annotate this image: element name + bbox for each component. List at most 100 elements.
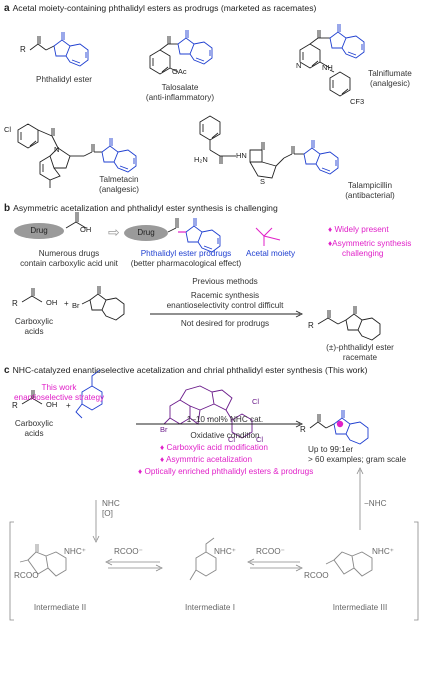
atom-rcoo-iii: RCOO (304, 571, 329, 580)
label-rcoo-1: RCOO⁻ (114, 547, 143, 556)
label-this-work: This work (41, 383, 77, 392)
label-carboxylic-c-2: acids (24, 429, 44, 438)
label-strategy: enantioselective strategy (14, 393, 105, 402)
label-talosalate: Talosalate (161, 83, 199, 92)
label-numerous-1: Numerous drugs (38, 249, 100, 258)
label-talosalate-use: (anti-inflammatory) (145, 93, 215, 102)
drug-prodrug-structure (167, 218, 221, 253)
plus-c: + (66, 401, 71, 410)
atom-oh-b2: OH (46, 298, 58, 307)
label-examples: > 60 examples; gram scale (308, 455, 407, 464)
label-talmetacin-use: (analgesic) (98, 185, 140, 194)
atom-br-b: Br (72, 301, 80, 310)
atom-r-a: R (20, 45, 26, 54)
phthalaldehyde-structure (75, 369, 103, 419)
talampicillin-structure (199, 115, 339, 179)
label-nhc-step: NHC (102, 499, 120, 508)
label-talampicillin: Talampicillin (347, 181, 393, 190)
atom-cf3: CF3 (350, 97, 365, 106)
drug-oval-2: Drug (124, 225, 168, 241)
label-racemate-2: racemate (342, 353, 378, 362)
carboxylic-acid-c-structure (21, 390, 43, 405)
label-minus-nhc: −NHC (364, 499, 387, 508)
label-bullet-2: ♦ Asymmtric acetalization (160, 455, 252, 464)
atom-cl-c3: Cl (256, 435, 264, 444)
bromophthalide-structure (81, 286, 125, 321)
atom-nh: NH (322, 63, 333, 72)
label-bullet-3: ♦ Optically enriched phthalidyl esters &… (138, 467, 314, 476)
section-c-title: NHC-catalyzed enantioselective acetaliza… (12, 365, 368, 375)
label-intermediate-iii: Intermediate III (332, 603, 388, 612)
atom-nhc-i: NHC⁺ (214, 547, 237, 556)
chiral-product-structure (309, 410, 369, 445)
drug-oval-1: Drug (14, 223, 64, 239)
label-carboxylic-b-2: acids (24, 327, 44, 336)
atom-h2n: H₂N (194, 155, 208, 164)
label-not-desired: Not desired for prodrugs (180, 319, 270, 328)
atom-oac: OAc (172, 67, 187, 76)
atom-r-c: R (12, 401, 18, 410)
atom-nhc-iii: NHC⁺ (372, 547, 395, 556)
atom-cl-c1: Cl (252, 397, 260, 406)
atom-hn: HN (236, 151, 247, 160)
section-b-title: Asymmetric acetalization and phthalidyl … (13, 203, 278, 213)
label-racemic-synthesis: Racemic synthesis (190, 291, 260, 300)
talniflumate-structure (299, 24, 365, 97)
plus-b: + (64, 299, 69, 308)
label-numerous-2: contain carboxylic acid unit (20, 259, 118, 268)
label-intermediate-ii: Intermediate II (33, 603, 87, 612)
atom-cl-a: Cl (4, 125, 12, 134)
label-carboxylic-c-1: Carboxylic (14, 419, 54, 428)
label-previous-methods: Previous methods (192, 277, 258, 286)
label-phthalidyl-ester: Phthalidyl ester (36, 75, 92, 84)
atom-n-talniflumate: N (296, 61, 302, 70)
label-carboxylic-b-1: Carboxylic (14, 317, 54, 326)
atom-cl-c2: Cl (228, 435, 236, 444)
chiral-center-marker (336, 420, 344, 428)
label-ox-step: [O] (102, 509, 113, 518)
atom-n-talmetacin: N (54, 145, 60, 154)
label-enantioselectivity: enantioselectivity control difficult (166, 301, 284, 310)
intermediate-ii-structure (19, 544, 67, 577)
phthalidyl-ester-structure (29, 32, 89, 67)
atom-nhc-ii: NHC⁺ (64, 547, 87, 556)
label-intermediate-i: Intermediate I (184, 603, 236, 612)
label-talmetacin: Talmetacin (99, 175, 139, 184)
atom-rcoo-ii: RCOO (14, 571, 39, 580)
atom-oh-c: OH (46, 400, 58, 409)
atom-s: S (260, 177, 266, 186)
talmetacin-structure (17, 123, 137, 188)
transform-arrow-icon: ⇨ (108, 224, 120, 240)
label-acetal-moiety: Acetal moiety (246, 249, 296, 258)
atom-br-c: Br (160, 425, 168, 434)
label-prodrug-2: (better pharmacological effect) (130, 259, 242, 268)
label-oxidative: Oxidative condition (190, 431, 260, 440)
label-asym-synthesis: ♦Asymmetric synthesis (328, 239, 412, 248)
intermediate-i-structure (189, 537, 217, 581)
label-talniflumate-use: (analgesic) (369, 79, 411, 88)
label-talniflumate: Talniflumate (368, 69, 412, 78)
acetal-moiety-structure (255, 227, 281, 246)
label-prodrug-1: Phthalidyl ester prodrugs (140, 249, 232, 258)
atom-r-b: R (12, 299, 18, 308)
intermediate-iii-structure (325, 551, 373, 577)
talosalate-structure (149, 30, 213, 75)
atom-oh-b: OH (80, 225, 92, 234)
racemate-product-structure (317, 306, 381, 341)
label-talampicillin-use: (antibacterial) (345, 191, 395, 200)
label-racemate-1: (±)-phthalidyl ester (326, 343, 394, 352)
section-a-letter: a (4, 3, 10, 14)
label-rcoo-2: RCOO⁻ (256, 547, 285, 556)
carbene-dots: ‥ (206, 411, 213, 422)
label-bullet-1: ♦ Carboxylic acid modification (160, 443, 268, 452)
label-catalyst: 1–10 mol% NHC cat. (186, 415, 264, 424)
nhc-catalyst-structure (163, 385, 253, 439)
carboxylic-acid-b-structure (21, 288, 43, 303)
section-b-letter: b (4, 203, 11, 214)
drug-acid-structure (65, 212, 87, 229)
label-er: Up to 99:1er (308, 445, 354, 454)
